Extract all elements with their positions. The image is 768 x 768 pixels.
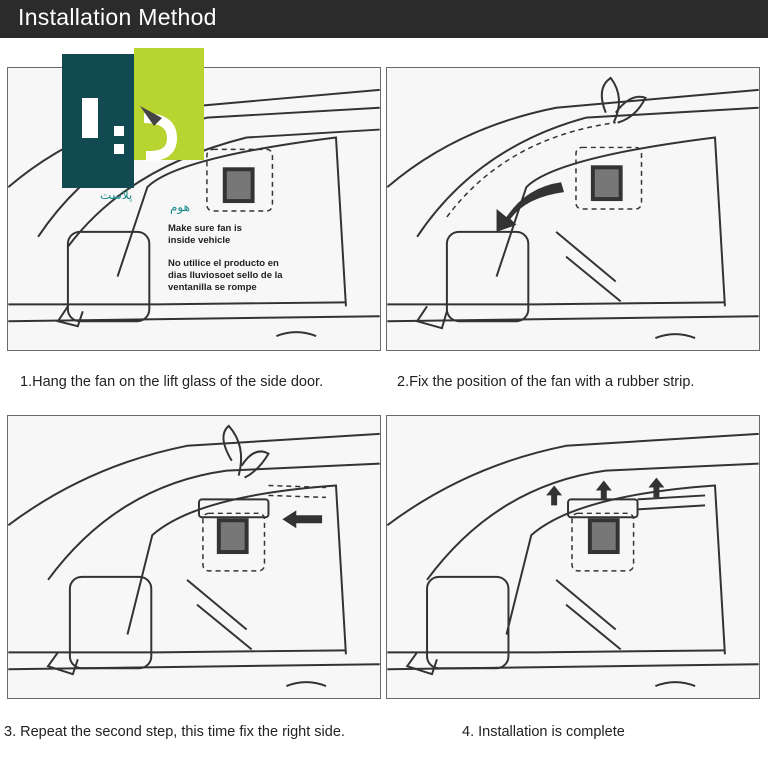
step-2-illustration [386, 67, 760, 351]
step-4-illustration [386, 415, 760, 699]
note-es-1: No utilice el producto en [168, 258, 279, 269]
note-en-2: inside vehicle [168, 235, 231, 246]
step-2-caption: 2.Fix the position of the fan with a rub… [397, 374, 695, 390]
step-3-illustration [7, 415, 381, 699]
step-1-caption: 1.Hang the fan on the lift glass of the … [20, 374, 324, 390]
brand-logo: هوم پلاست [62, 48, 208, 214]
step-3-caption: 3. Repeat the second step, this time fix… [4, 724, 345, 740]
logo-mark-icon [62, 48, 204, 188]
logo-text-2: پلاست [100, 188, 133, 202]
car-door-drawing-2 [387, 76, 759, 340]
header-bar: Installation Method [0, 0, 768, 38]
page-title: Installation Method [18, 4, 217, 30]
note-es-3: ventanilla se rompe [168, 282, 257, 293]
logo-text-1: هوم [170, 200, 190, 214]
note-es-2: dias lluviosoet sello de la [168, 270, 283, 281]
car-door-drawing-3 [8, 424, 380, 688]
note-en-1: Make sure fan is [168, 223, 242, 234]
step-4-caption: 4. Installation is complete [462, 724, 625, 740]
car-door-drawing-4 [387, 432, 759, 688]
